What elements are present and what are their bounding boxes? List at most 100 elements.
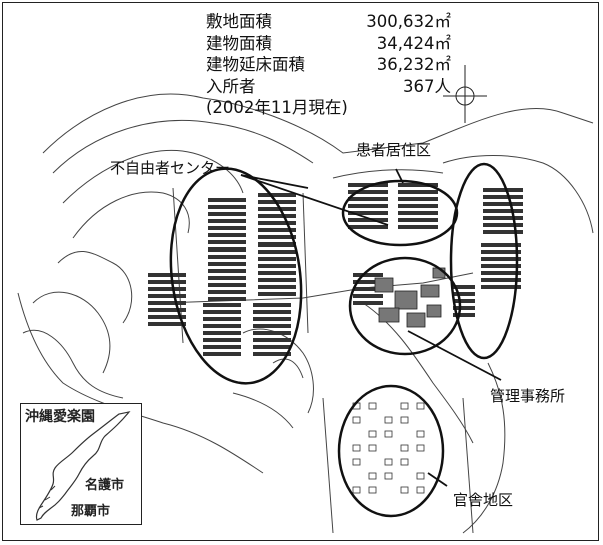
building bbox=[203, 352, 241, 356]
building bbox=[203, 331, 241, 335]
contour-line bbox=[62, 149, 244, 204]
building bbox=[258, 193, 296, 197]
building bbox=[481, 250, 521, 254]
road bbox=[302, 192, 309, 334]
building bbox=[398, 190, 438, 194]
building bbox=[398, 225, 438, 229]
coastline bbox=[42, 93, 594, 154]
building bbox=[483, 188, 523, 192]
office-building bbox=[406, 312, 426, 328]
staff-house bbox=[368, 444, 377, 452]
building bbox=[453, 292, 475, 296]
building bbox=[208, 276, 246, 280]
building bbox=[483, 209, 523, 213]
building bbox=[148, 294, 186, 298]
stat-value: 300,632㎡ bbox=[366, 12, 451, 31]
building bbox=[348, 218, 388, 222]
building bbox=[453, 299, 475, 303]
building bbox=[148, 301, 186, 305]
building bbox=[253, 303, 291, 307]
building bbox=[481, 257, 521, 261]
site-map bbox=[17, 65, 594, 534]
staff-house bbox=[352, 458, 361, 466]
building bbox=[348, 204, 388, 208]
building bbox=[203, 303, 241, 307]
office-label: 管理事務所 bbox=[490, 387, 566, 405]
staff-house bbox=[368, 430, 377, 438]
building bbox=[398, 211, 438, 215]
building bbox=[398, 197, 438, 201]
building bbox=[483, 230, 523, 234]
staff-house bbox=[416, 444, 425, 452]
office-building-group bbox=[374, 267, 446, 328]
leader-line bbox=[427, 472, 448, 487]
staff-house bbox=[416, 402, 425, 410]
building bbox=[258, 250, 296, 254]
building bbox=[258, 271, 296, 275]
building bbox=[208, 219, 246, 223]
building bbox=[258, 221, 296, 225]
stat-label: 敷地面積 bbox=[206, 12, 272, 31]
building bbox=[258, 207, 296, 211]
building bbox=[203, 310, 241, 314]
building bbox=[483, 216, 523, 220]
building bbox=[253, 324, 291, 328]
leader-line bbox=[407, 330, 502, 381]
building bbox=[148, 273, 186, 277]
staff-house bbox=[368, 472, 377, 480]
staff-house bbox=[400, 444, 409, 452]
contour-line bbox=[242, 328, 314, 414]
staff-house bbox=[400, 458, 409, 466]
building bbox=[483, 195, 523, 199]
building-group bbox=[148, 183, 523, 356]
map-figure: 敷地面積 300,632㎡ 建物面積 34,424㎡ 建物延床面積 36,232… bbox=[2, 2, 599, 541]
staff-house bbox=[368, 402, 377, 410]
staff-house bbox=[384, 472, 393, 480]
leader-line bbox=[240, 174, 389, 226]
staff-house bbox=[384, 458, 393, 466]
contour-line bbox=[52, 120, 314, 174]
residence-east-ellipse bbox=[449, 162, 519, 360]
stat-value: 34,424㎡ bbox=[376, 33, 451, 53]
staff-area-label: 官舎地区 bbox=[453, 491, 514, 509]
office-ellipse bbox=[348, 256, 462, 356]
building bbox=[253, 352, 291, 356]
inset-title: 沖縄愛楽園 bbox=[25, 409, 95, 425]
building bbox=[348, 225, 388, 229]
office-building bbox=[374, 277, 394, 293]
building bbox=[258, 264, 296, 268]
building bbox=[353, 287, 383, 291]
residence-label: 患者居住区 bbox=[356, 141, 432, 159]
staff-house bbox=[416, 486, 425, 494]
locator-inset: 沖縄愛楽園 名護市 那覇市 bbox=[20, 403, 142, 525]
building bbox=[148, 322, 186, 326]
building bbox=[398, 183, 438, 187]
stat-value: 367人 bbox=[403, 76, 451, 96]
building bbox=[258, 235, 296, 239]
north-compass-icon bbox=[443, 65, 487, 123]
building bbox=[253, 338, 291, 342]
contour-line bbox=[32, 291, 111, 374]
building bbox=[453, 313, 475, 317]
building bbox=[208, 297, 246, 301]
center-label: 不自由者センター bbox=[110, 159, 231, 177]
building bbox=[208, 290, 246, 294]
building bbox=[203, 338, 241, 342]
building bbox=[348, 211, 388, 215]
road bbox=[322, 397, 334, 534]
building bbox=[208, 198, 246, 202]
building bbox=[208, 212, 246, 216]
building bbox=[483, 223, 523, 227]
building bbox=[208, 240, 246, 244]
building bbox=[253, 331, 291, 335]
staff-ellipse bbox=[337, 384, 445, 518]
building bbox=[481, 243, 521, 247]
road bbox=[462, 397, 474, 534]
leader-line bbox=[240, 174, 309, 189]
building bbox=[148, 315, 186, 319]
center-ellipse bbox=[169, 167, 303, 385]
contour-line bbox=[332, 169, 444, 179]
staff-house bbox=[352, 486, 361, 494]
stat-label: 建物延床面積 bbox=[206, 55, 305, 74]
staff-house bbox=[400, 486, 409, 494]
